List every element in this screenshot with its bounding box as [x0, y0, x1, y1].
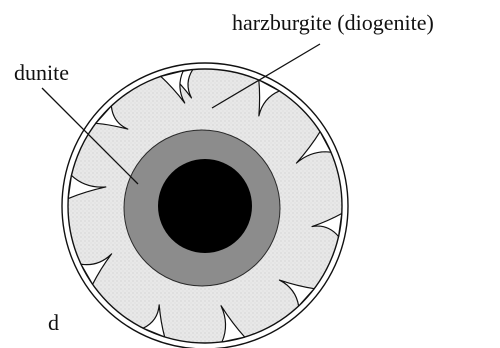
metallic-core — [158, 159, 252, 253]
dunite-label: dunite — [14, 62, 69, 84]
panel-letter-label: d — [48, 312, 59, 334]
harzburgite-label: harzburgite (diogenite) — [232, 12, 434, 34]
